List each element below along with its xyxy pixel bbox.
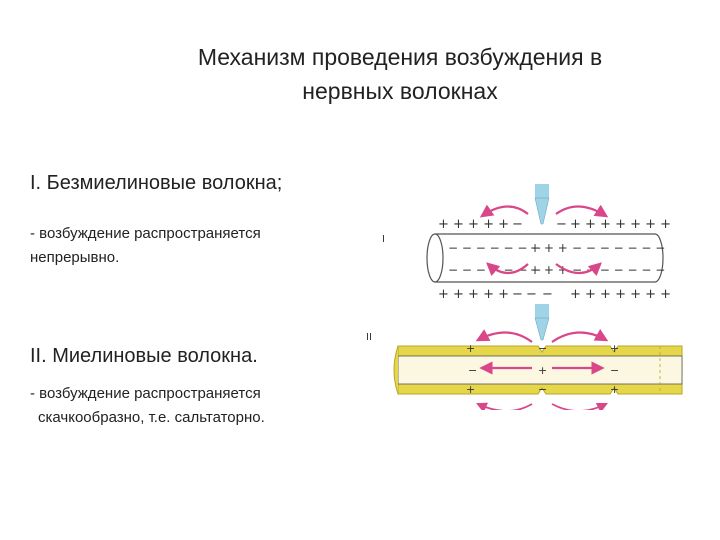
section1-desc-line1: - возбуждение распространяется [30, 225, 261, 242]
charges-bottom-1: + + + + + − − − + + + + + + + [438, 287, 671, 302]
charges-top-1: + + + + + − − + + + + + + + [438, 217, 671, 232]
myelinated-fiber [393, 345, 683, 395]
current-arrows-2 [475, 329, 609, 410]
section1-desc-line2: непрерывно. [30, 249, 120, 266]
svg-text:−: − [538, 342, 547, 355]
section1-heading: I. Безмиелиновые волокна; [30, 172, 283, 194]
svg-text:−: − [610, 364, 619, 377]
section2-desc-line2: скачкообразно, т.е. сальтаторно. [38, 409, 265, 426]
svg-text:− − − − − − −: − − − − − − − [572, 263, 665, 277]
svg-text:+: + [466, 342, 475, 355]
svg-text:+ + +: + + + [530, 263, 568, 277]
svg-text:+ + + + +: + + + + + [438, 217, 509, 232]
diagram-label-2: II [366, 332, 372, 343]
svg-text:−: − [526, 287, 537, 302]
title-line-1: Механизм проведения возбуждения в [197, 44, 603, 70]
section2-description: - возбуждение распространяется скачкообр… [30, 382, 330, 430]
electrode-1 [534, 184, 550, 225]
svg-text:+: + [610, 383, 619, 396]
svg-text:− − − − − − −: − − − − − − − [572, 241, 665, 255]
svg-text:+: + [466, 383, 475, 396]
current-arrows-1 [479, 204, 609, 276]
svg-text:−: − [542, 287, 553, 302]
svg-text:−: − [468, 364, 477, 377]
svg-text:−: − [538, 383, 547, 396]
electrode-2 [534, 304, 550, 341]
svg-text:−: − [512, 217, 523, 232]
section1-description: - возбуждение распространяется непрерывн… [30, 222, 330, 270]
diagram-label-1: I [382, 234, 385, 245]
svg-text:− − − − − − −: − − − − − − − [448, 241, 541, 255]
svg-text:+ + +: + + + [530, 241, 568, 255]
svg-text:+ + + + + + +: + + + + + + + [570, 217, 671, 232]
charges-inner-1: − − − − − − − + + + − − − − − − − − − − … [448, 241, 665, 277]
svg-text:+ + + + +: + + + + + [438, 287, 509, 302]
svg-text:+: + [538, 364, 547, 377]
slide-title: Механизм проведения возбуждения в нервны… [120, 40, 680, 108]
section2-heading: II. Миелиновые волокна. [30, 345, 258, 367]
nerve-fiber-diagram: I + + + + + − − + + + + + + + − − − − − … [366, 184, 683, 410]
title-line-2: нервных волокнах [302, 78, 498, 104]
node-charges-2: + − + + − + − + − [466, 342, 619, 396]
svg-text:−: − [512, 287, 523, 302]
svg-text:+: + [610, 342, 619, 355]
svg-text:−: − [556, 217, 567, 232]
svg-text:+ + + + + + +: + + + + + + + [570, 287, 671, 302]
section2-desc-line1: - возбуждение распространяется [30, 385, 261, 402]
